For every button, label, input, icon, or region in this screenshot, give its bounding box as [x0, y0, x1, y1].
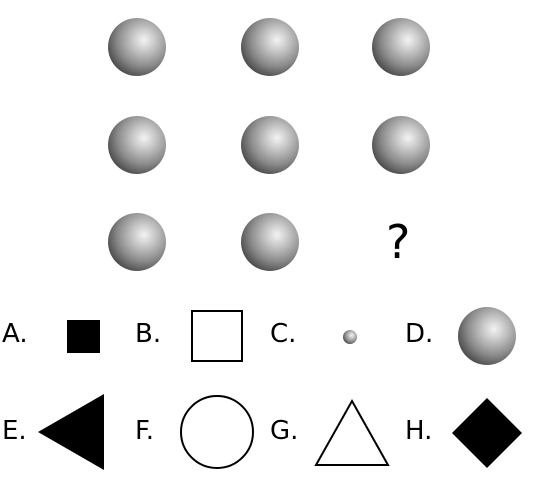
- grid-cell-sphere: [108, 116, 166, 174]
- option-label: G.: [270, 416, 299, 446]
- missing-cell-question-mark: ?: [386, 215, 411, 269]
- grid-cell-sphere: [241, 116, 299, 174]
- option-label: D.: [405, 319, 434, 349]
- filled-diamond-icon: [452, 398, 522, 468]
- grid-cell-sphere: [108, 18, 166, 76]
- outline-square-icon: [191, 310, 243, 362]
- filled-triangle-left-icon: [38, 394, 104, 470]
- option-label: B.: [135, 319, 162, 349]
- grid-cell-sphere: [372, 116, 430, 174]
- option-label: E.: [2, 416, 27, 446]
- small-sphere-icon: [343, 330, 357, 344]
- outline-triangle-up-icon: [314, 398, 390, 466]
- sphere-icon: [458, 307, 516, 365]
- grid-cell-sphere: [241, 18, 299, 76]
- grid-cell-sphere: [372, 18, 430, 76]
- option-label: A.: [2, 319, 28, 349]
- grid-cell-sphere: [108, 213, 166, 271]
- option-label: F.: [135, 416, 155, 446]
- grid-cell-sphere: [241, 213, 299, 271]
- outline-circle-icon: [180, 395, 254, 469]
- option-label: C.: [270, 319, 297, 349]
- filled-square-icon: [67, 320, 100, 353]
- option-label: H.: [405, 416, 433, 446]
